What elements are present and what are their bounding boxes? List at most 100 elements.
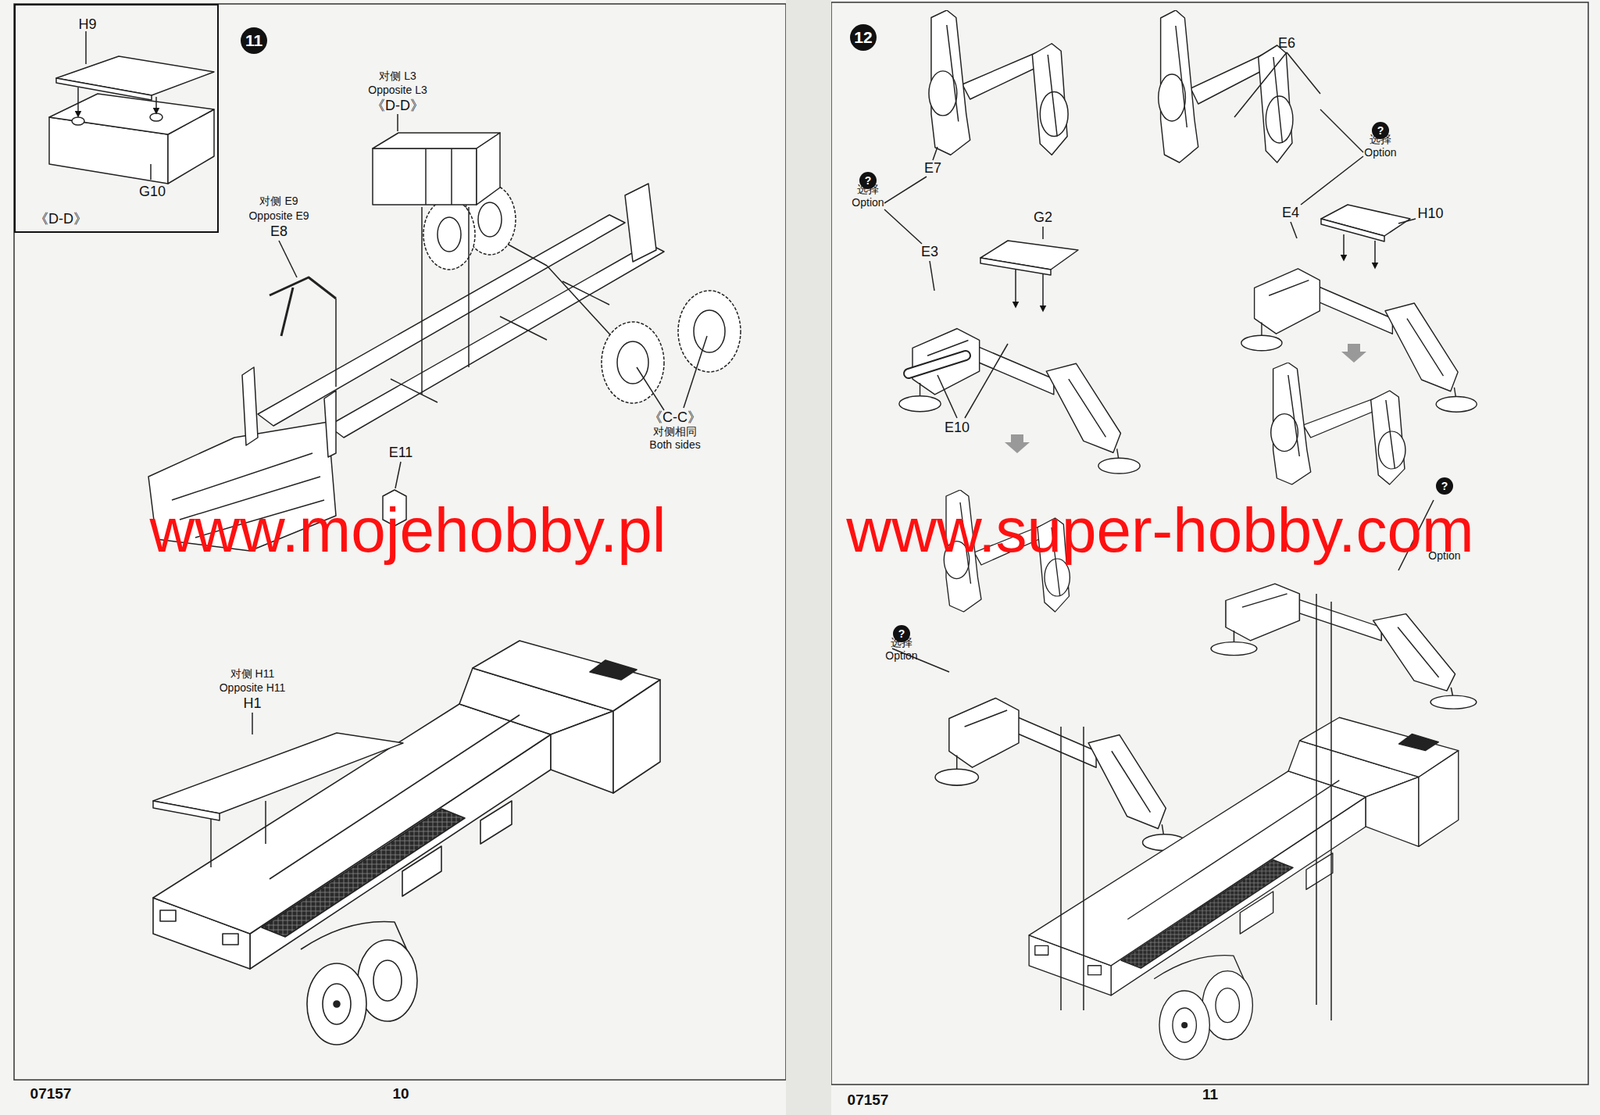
part-number: H10 <box>1417 205 1443 222</box>
drawing-line <box>1042 273 1044 309</box>
drawing-line <box>328 243 665 438</box>
page-number: 07157 <box>30 1085 72 1103</box>
callout-note: Both sides <box>649 438 700 451</box>
part-number: 《C-C》 <box>648 409 702 426</box>
drawing-line <box>937 375 958 418</box>
drawing-line <box>476 132 500 205</box>
drawing-line <box>1014 269 1017 305</box>
watermark: www.mojehobby.pl <box>149 499 666 562</box>
drawing-line <box>56 56 215 96</box>
drawing-line <box>1374 240 1376 266</box>
page-border <box>14 3 786 1080</box>
option-icon: ?选择 Option <box>1371 121 1390 140</box>
drawing-line <box>1300 156 1364 205</box>
drawing-line <box>77 87 79 115</box>
drawing-line <box>71 117 85 125</box>
step-number-text: 11 <box>245 31 263 50</box>
drawing-line <box>150 113 163 122</box>
base-drawing <box>1210 583 1477 709</box>
base-drawing <box>899 328 1140 475</box>
drawing-line <box>1042 226 1044 240</box>
drawing-line <box>1341 343 1367 363</box>
callout-note: Opposite L3 <box>367 83 428 97</box>
part-number: 《D-D》 <box>34 209 88 229</box>
drawing-line <box>1082 726 1085 1011</box>
drawing-line <box>155 96 158 111</box>
drawing-line <box>1330 601 1333 1021</box>
drawing-line <box>884 209 922 244</box>
option-icon: ?Option <box>1435 477 1454 495</box>
trailer-drawing <box>1028 717 1459 1060</box>
drawing-line <box>1320 109 1364 153</box>
part-number: E6 <box>1278 35 1296 52</box>
part-number: G2 <box>1033 209 1053 226</box>
drawing-line <box>1321 218 1385 242</box>
drawing-line <box>450 148 453 205</box>
drawing-line <box>478 202 502 237</box>
plank-drawing <box>153 712 404 868</box>
part-number: E4 <box>1282 204 1300 222</box>
drawing-line <box>908 355 966 374</box>
drawing-line <box>372 148 477 205</box>
step-number: 11 <box>240 27 268 54</box>
drawing-line <box>467 207 470 368</box>
option-caption: 选择 Option <box>1360 132 1400 160</box>
drawing-line <box>153 800 220 821</box>
drawing-line <box>251 712 254 735</box>
drawing-line <box>257 214 625 426</box>
step-arrows <box>1004 343 1367 454</box>
chassis-drawing <box>148 114 741 551</box>
option-icon: ?选择 Option <box>892 625 911 643</box>
page-number: 07157 <box>847 1091 890 1109</box>
page-border <box>831 2 1589 1085</box>
drawing-line <box>242 367 258 446</box>
drawing-line <box>636 367 665 411</box>
drawing-line <box>1004 434 1030 454</box>
callout-note: 对侧 L3 <box>378 69 416 83</box>
drawing-line <box>1342 234 1345 258</box>
step-number-text: 12 <box>853 28 872 47</box>
drawing-line <box>264 800 267 844</box>
drawing-line <box>85 31 87 65</box>
page-number: 11 <box>1202 1085 1218 1104</box>
drawing-line <box>269 277 336 336</box>
drawing-line <box>396 114 399 132</box>
drawing-line <box>601 321 665 404</box>
drawing-line <box>56 78 152 100</box>
drawing-line <box>683 335 708 408</box>
callout-note: Opposite H11 <box>219 681 286 694</box>
step-number: 12 <box>850 24 877 51</box>
drawing-line <box>1398 218 1416 224</box>
drawing-line <box>49 93 215 135</box>
drawing-line <box>1286 52 1321 94</box>
callout-note: Opposite E9 <box>248 209 309 222</box>
part-number: G10 <box>139 183 166 200</box>
frame-drawing <box>1158 10 1293 163</box>
drawing-line <box>932 146 938 161</box>
drawing-line <box>500 316 547 340</box>
option-caption: 选择 Option <box>848 182 888 210</box>
drawing-line <box>625 183 657 262</box>
drawing-line <box>395 461 401 489</box>
part-number: E11 <box>389 444 414 461</box>
inset-box-drawing <box>49 31 215 184</box>
inset-box: H9G10 《D-D》 <box>14 3 219 233</box>
trailer-drawing <box>153 640 661 1045</box>
part-number: H1 <box>242 695 261 712</box>
callout-note: 对侧 E9 <box>259 194 298 208</box>
part-number: E3 <box>921 243 939 261</box>
part-number: H9 <box>78 16 97 33</box>
page-number: 10 <box>392 1085 409 1103</box>
callout-note: 对侧相同 <box>653 425 697 438</box>
drawing-line <box>1315 593 1318 1005</box>
drawing-line <box>884 176 927 204</box>
drawing-line <box>278 240 297 278</box>
watermark: www.super-hobby.com <box>846 499 1474 562</box>
part-number: E7 <box>924 160 942 177</box>
drawing-line <box>678 290 741 372</box>
drawing-line <box>908 355 966 374</box>
drawing-line <box>964 343 1008 418</box>
drawing-line <box>335 298 337 387</box>
option-icon: ?选择 Option <box>859 171 877 190</box>
